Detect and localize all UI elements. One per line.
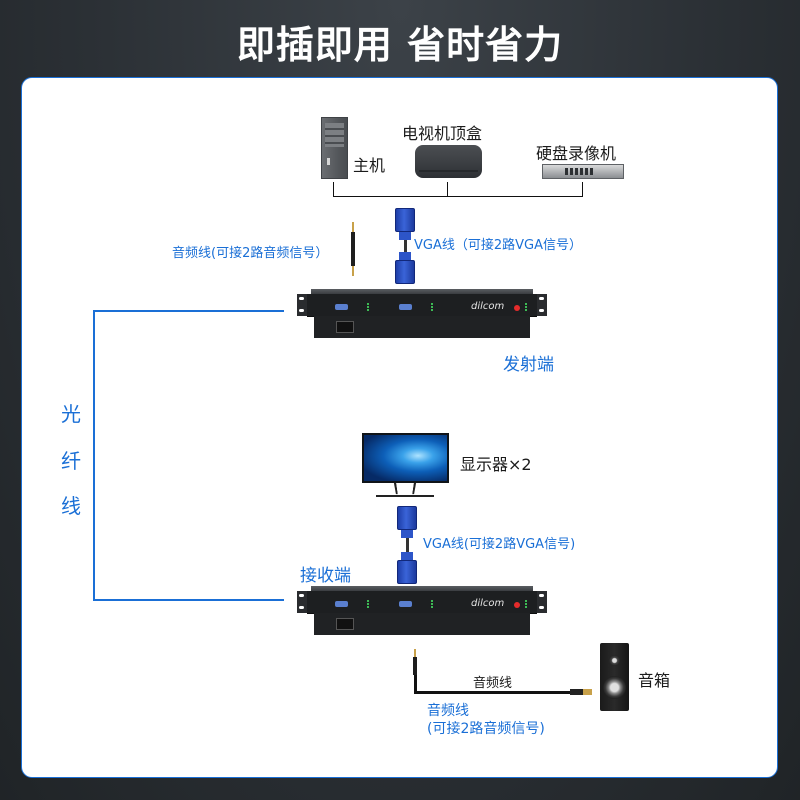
vga-port-1 bbox=[335, 601, 348, 607]
rx-audio-label-line1: 音频线 bbox=[427, 703, 469, 719]
ac-power-socket-icon bbox=[336, 321, 354, 333]
rx-audio-plug-icon bbox=[413, 649, 417, 675]
fiber-label-char-2: 纤 bbox=[61, 449, 81, 473]
fiber-line-top bbox=[93, 310, 284, 312]
rx-audio-cable-line bbox=[414, 691, 574, 694]
rx-audio-plug-end-icon bbox=[570, 689, 592, 695]
vga-cable-icon bbox=[395, 208, 415, 284]
power-button-icon bbox=[514, 305, 520, 311]
transmitter-device: dilcom bbox=[297, 289, 547, 339]
fiber-line-vertical bbox=[93, 310, 95, 601]
source-bracket-line bbox=[333, 196, 583, 197]
monitor-label: 显示器×2 bbox=[460, 455, 532, 474]
rx-vga-cable-label: VGA线(可接2路VGA信号) bbox=[423, 537, 576, 552]
ac-power-socket-icon bbox=[336, 618, 354, 630]
host-label: 主机 bbox=[353, 156, 386, 175]
rx-audio-inline-label: 音频线 bbox=[473, 676, 513, 691]
receiver-label: 接收端 bbox=[300, 566, 351, 586]
rx-audio-cable-vertical bbox=[414, 675, 417, 693]
transmitter-label: 发射端 bbox=[503, 355, 554, 375]
fiber-label-char-3: 线 bbox=[61, 494, 81, 518]
tv-box-icon bbox=[415, 145, 482, 178]
vga-port-2 bbox=[399, 304, 412, 310]
diagram-panel bbox=[21, 77, 778, 778]
host-connector-line bbox=[333, 182, 334, 197]
transmitter-brand: dilcom bbox=[471, 301, 505, 312]
vga-port-1 bbox=[335, 304, 348, 310]
pc-tower-icon bbox=[321, 117, 348, 179]
rx-vga-cable-icon bbox=[397, 506, 417, 584]
speaker-icon bbox=[600, 643, 629, 711]
tx-vga-cable-label: VGA线（可接2路VGA信号） bbox=[414, 238, 582, 253]
monitor-icon bbox=[362, 433, 449, 497]
vga-port-2 bbox=[399, 601, 412, 607]
receiver-device: dilcom bbox=[297, 586, 547, 636]
tvbox-connector-line bbox=[447, 182, 448, 197]
power-button-icon bbox=[514, 602, 520, 608]
tv-box-label: 电视机顶盒 bbox=[402, 124, 483, 143]
page-title: 即插即用 省时省力 bbox=[236, 23, 564, 67]
tx-audio-cable-label: 音频线(可接2路音频信号） bbox=[172, 246, 329, 261]
dvr-connector-line bbox=[582, 182, 583, 197]
dvr-label: 硬盘录像机 bbox=[536, 144, 617, 163]
audio-cable-icon bbox=[350, 222, 356, 276]
rx-audio-label-line2: (可接2路音频信号) bbox=[427, 721, 545, 737]
fiber-label-char-1: 光 bbox=[61, 402, 81, 426]
dvr-icon bbox=[542, 164, 624, 179]
speaker-label: 音箱 bbox=[638, 671, 671, 690]
receiver-brand: dilcom bbox=[471, 598, 505, 609]
fiber-line-bottom bbox=[93, 599, 284, 601]
